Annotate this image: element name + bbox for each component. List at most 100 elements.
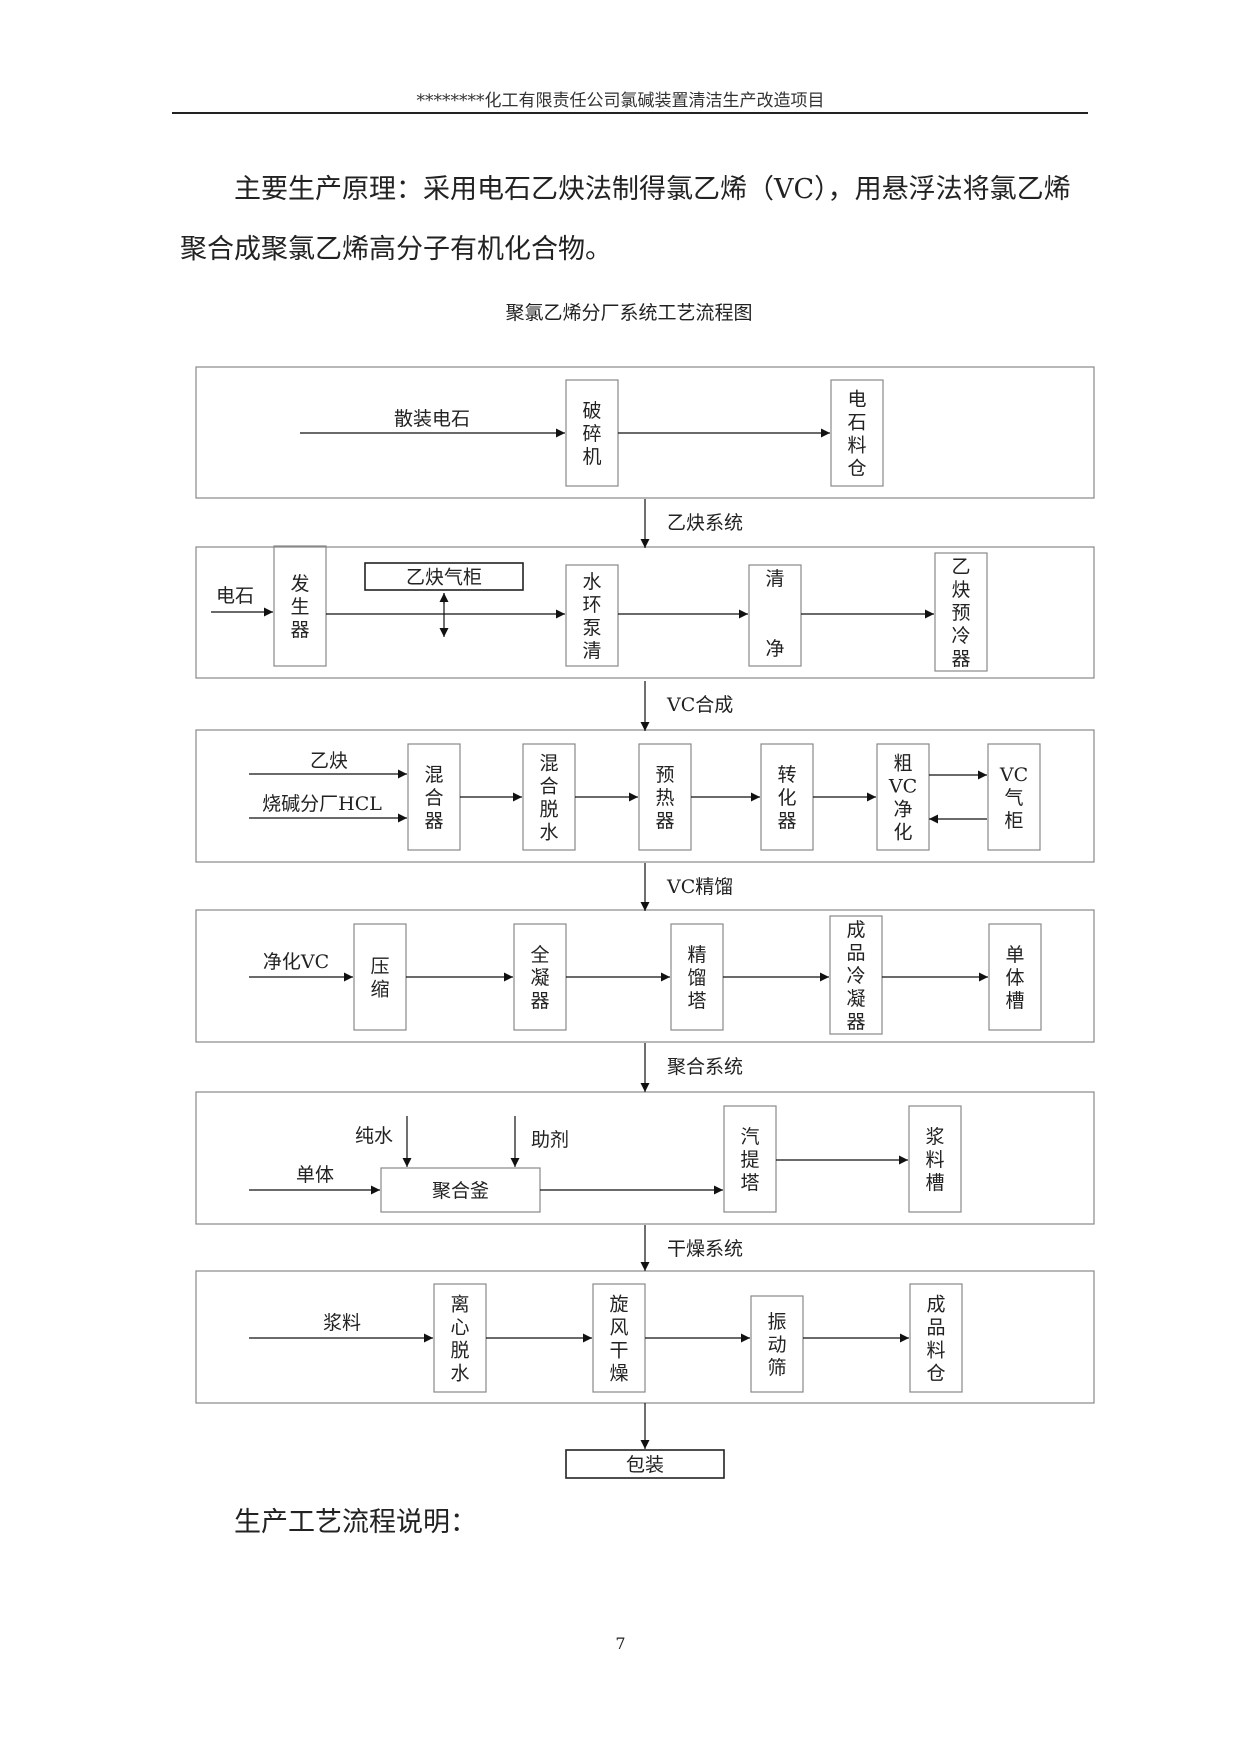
- s1-crusher-box-label: 机: [582, 446, 601, 468]
- s3-dewater-box-label: 水: [539, 822, 558, 844]
- s6-centrifuge-box-label: 心: [450, 1317, 469, 1339]
- s6-centrifuge-box-label: 离: [450, 1294, 469, 1316]
- s1-silo-box-label: 电: [847, 389, 866, 411]
- s5-aux-label: 助剂: [531, 1129, 569, 1151]
- stage-label-2: VC合成: [666, 694, 733, 716]
- s5-slurry-tank-box-label: 浆: [925, 1126, 944, 1148]
- s2-ring-pump-box-label: 清: [582, 640, 601, 662]
- s3-crude-vc-box: [876, 743, 930, 851]
- s3-crude-vc-box-label: 净: [893, 799, 912, 821]
- s1-silo-box-label: 仓: [847, 458, 866, 480]
- s6-cyclone-box-label: 干: [609, 1340, 628, 1362]
- s2-precooler-box-label: 冷: [951, 625, 970, 647]
- s5-monomer-label: 单体: [296, 1164, 334, 1186]
- s4-input-label: 净化VC: [263, 951, 329, 973]
- s5-stripper-box: [723, 1105, 777, 1213]
- s4-monomer-tank-box: [988, 923, 1042, 1031]
- s3-converter-box-label: 器: [777, 810, 796, 832]
- s3-mixer-box-label: 合: [424, 787, 443, 809]
- s3-converter-box-label: 转: [777, 764, 796, 786]
- header-rule: [172, 112, 1088, 114]
- s2-gasholder-box-label: 乙炔气柜: [406, 567, 482, 589]
- packaging-box-label: 包装: [626, 1454, 664, 1476]
- stage-frame-5: [195, 1091, 1095, 1225]
- s6-input-label: 浆料: [323, 1312, 361, 1334]
- page-header: ********化工有限责任公司氯碱装置清洁生产改造项目: [416, 91, 825, 111]
- principle-paragraph: 主要生产原理：采用电石乙炔法制得氯乙烯（VC），用悬浮法将氯乙烯聚合成聚氯乙烯高…: [180, 174, 1071, 265]
- s6-product-silo-box: [909, 1283, 963, 1393]
- s6-product-silo-box-label: 成: [926, 1294, 945, 1316]
- s5-kettle-box-label: 聚合釜: [432, 1180, 489, 1202]
- s3-vc-holder-box-label: 柜: [1004, 810, 1023, 832]
- s6-cyclone-box-label: 风: [609, 1317, 628, 1339]
- s4-product-condenser-box-label: 冷: [846, 965, 865, 987]
- s3-vc-holder-box: [987, 743, 1041, 851]
- s6-sieve-box: [750, 1295, 804, 1393]
- s5-stripper-box-label: 塔: [740, 1172, 759, 1194]
- s1-crusher-box-label: 碎: [582, 423, 601, 445]
- s4-product-condenser-box-label: 品: [846, 942, 865, 964]
- s2-clean-label-2: 净: [765, 638, 784, 660]
- s2-precooler-box-label: 炔: [951, 579, 970, 601]
- s4-product-condenser-box-label: 成: [846, 919, 865, 941]
- s2-ring-pump-box-label: 泵: [582, 617, 601, 639]
- s4-compress-box-label: 缩: [370, 979, 389, 1001]
- s3-dewater-box-label: 混: [539, 753, 558, 775]
- s2-generator-box: [273, 545, 327, 667]
- s3-vc-holder-box-label: VC: [999, 764, 1028, 786]
- s1-silo-box-label: 石: [847, 412, 866, 434]
- section-heading: 生产工艺流程说明：: [234, 1507, 477, 1538]
- s3-acetylene-label: 乙炔: [310, 750, 348, 772]
- s2-ring-pump-box-label: 水: [582, 571, 601, 593]
- s1-silo-box: [830, 379, 884, 487]
- s4-condenser-box-label: 器: [530, 990, 549, 1012]
- s3-crude-vc-box-label: VC: [888, 776, 917, 798]
- s2-precooler-box: [934, 552, 988, 672]
- s2-generator-box-label: 器: [290, 619, 309, 641]
- s1-crusher-box-label: 破: [582, 400, 601, 422]
- page-number: 7: [615, 1634, 626, 1653]
- s3-mixer-box-label: 混: [424, 764, 443, 786]
- s2-generator-box-label: 生: [290, 596, 309, 618]
- s4-product-condenser-box-label: 凝: [846, 988, 865, 1010]
- s3-preheater-box-label: 预: [655, 764, 674, 786]
- stage-frame-4: [195, 909, 1095, 1043]
- s3-preheater-box-label: 器: [655, 810, 674, 832]
- s3-dewater-box-label: 合: [539, 776, 558, 798]
- s6-cyclone-box-label: 燥: [609, 1363, 628, 1385]
- s5-stripper-box-label: 汽: [740, 1126, 759, 1148]
- s2-clean-box: [748, 564, 802, 667]
- s3-dewater-box-label: 脱: [539, 799, 558, 821]
- s6-product-silo-box-label: 品: [926, 1317, 945, 1339]
- s6-sieve-box-label: 振: [767, 1311, 786, 1333]
- s4-product-condenser-box: [829, 915, 883, 1035]
- s3-preheater-box-label: 热: [655, 787, 674, 809]
- s3-vc-holder-box-label: 气: [1004, 787, 1023, 809]
- s6-sieve-box-label: 筛: [767, 1357, 786, 1379]
- stage-label-1: 乙炔系统: [667, 512, 743, 534]
- s3-converter-box-label: 化: [777, 787, 796, 809]
- diagram-title: 聚氯乙烯分厂系统工艺流程图: [505, 302, 752, 324]
- stage-label-3: VC精馏: [666, 876, 733, 898]
- s1-input-label: 散装电石: [394, 408, 470, 430]
- packaging-box: [565, 1449, 725, 1479]
- s4-condenser-box-label: 凝: [530, 967, 549, 989]
- s4-condenser-box-label: 全: [530, 944, 549, 966]
- s2-precooler-box-label: 预: [951, 602, 970, 624]
- s6-sieve-box-label: 动: [767, 1334, 786, 1356]
- s3-hcl-label: 烧碱分厂HCL: [262, 793, 382, 815]
- s6-cyclone-box-label: 旋: [609, 1294, 628, 1316]
- stage-label-4: 聚合系统: [667, 1056, 743, 1078]
- s2-clean-label-1: 清: [765, 568, 784, 590]
- s4-compress-box-label: 压: [370, 956, 389, 978]
- s3-mixer-box-label: 器: [424, 810, 443, 832]
- s1-silo-box-label: 料: [847, 435, 866, 457]
- s5-water-label: 纯水: [355, 1125, 393, 1147]
- s4-monomer-tank-box-label: 体: [1005, 967, 1024, 989]
- s4-column-box-label: 精: [687, 944, 706, 966]
- s2-ring-pump-box: [565, 564, 619, 667]
- s4-product-condenser-box-label: 器: [846, 1011, 865, 1033]
- s5-slurry-tank-box: [908, 1105, 962, 1213]
- s5-stripper-box-label: 提: [740, 1149, 759, 1171]
